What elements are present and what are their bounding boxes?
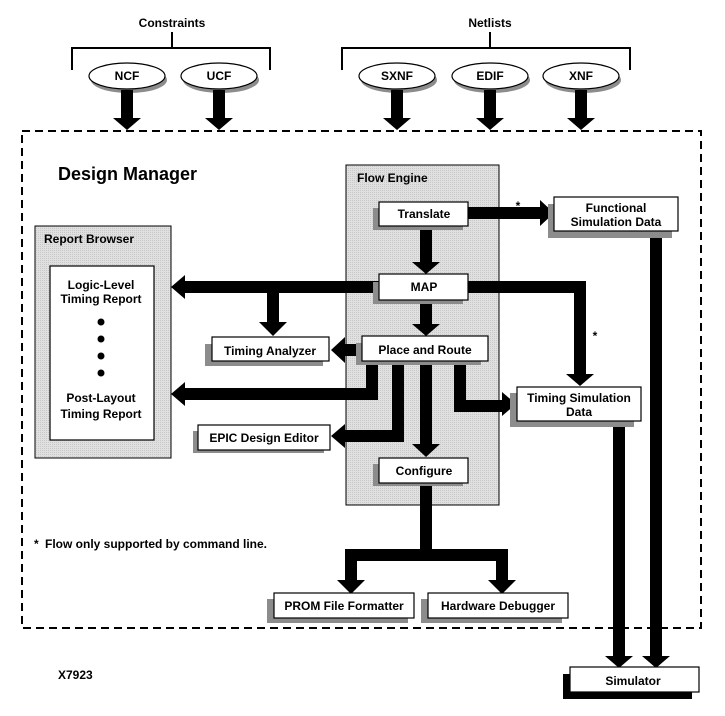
hardware-debugger-label: Hardware Debugger xyxy=(441,599,555,613)
footnote-marker: * xyxy=(516,199,521,213)
place-and-route-box[interactable] xyxy=(361,335,489,362)
netlists-group: Netlists SXNF EDIF XNF xyxy=(341,16,631,130)
timing-simulation-line2: Data xyxy=(566,405,592,419)
map-to-report-arrow xyxy=(171,275,380,299)
edif-label: EDIF xyxy=(476,69,503,83)
xnf-arrow xyxy=(567,90,595,130)
map-to-timing-analyzer-arrow xyxy=(259,293,287,336)
ellipsis-dot xyxy=(97,335,105,343)
configure-box[interactable] xyxy=(378,457,469,484)
sxnf-arrow xyxy=(383,90,411,130)
ucf-arrow xyxy=(205,90,233,130)
ncf-label: NCF xyxy=(115,69,140,83)
simulator-label: Simulator xyxy=(605,674,661,688)
translate-to-functional-sim-arrow xyxy=(466,200,554,226)
ucf-label: UCF xyxy=(207,69,232,83)
translate-to-map-arrow xyxy=(412,226,440,274)
netlists-label: Netlists xyxy=(468,16,512,30)
ellipsis-dot xyxy=(97,352,105,360)
map-label: MAP xyxy=(411,280,438,294)
ellipsis-dot xyxy=(97,318,105,326)
sxnf-ellipse xyxy=(358,62,436,90)
map-to-timing-sim-arrow xyxy=(466,281,594,386)
functional-simulation-box[interactable] xyxy=(553,196,679,232)
par-to-timing-analyzer-arrow xyxy=(331,337,362,363)
footnote-text: Flow only supported by command line. xyxy=(45,537,267,551)
timing-sim-to-simulator-arrow xyxy=(605,417,633,668)
timing-simulation-line1: Timing Simulation xyxy=(527,391,631,405)
simulator-box[interactable] xyxy=(569,666,700,693)
footnote-marker: * xyxy=(593,329,598,343)
ncf-ellipse xyxy=(88,62,166,90)
hardware-debugger-box[interactable] xyxy=(427,592,569,619)
figure-id: X7923 xyxy=(58,668,93,682)
configure-label: Configure xyxy=(396,464,453,478)
map-box[interactable] xyxy=(378,273,469,301)
translate-box[interactable] xyxy=(378,201,469,227)
xnf-ellipse xyxy=(542,62,620,90)
report-browser-title: Report Browser xyxy=(44,232,134,246)
configure-to-outputs-arrow xyxy=(337,483,516,594)
sxnf-label: SXNF xyxy=(381,69,413,83)
constraints-label: Constraints xyxy=(139,16,206,30)
translate-label: Translate xyxy=(398,207,451,221)
constraints-group: Constraints NCF UCF xyxy=(71,16,271,130)
edif-arrow xyxy=(476,90,504,130)
functional-simulation-line2: Simulation Data xyxy=(571,215,662,229)
epic-design-editor-box[interactable] xyxy=(197,424,331,451)
timing-simulation-box[interactable] xyxy=(516,386,642,422)
constraints-bracket xyxy=(71,32,271,70)
functional-sim-to-simulator-arrow xyxy=(642,231,670,668)
par-to-report-arrow xyxy=(171,361,378,406)
post-layout-report-line1[interactable]: Post-Layout xyxy=(66,391,135,405)
logic-level-report-line2[interactable]: Timing Report xyxy=(60,292,141,306)
xnf-label: XNF xyxy=(569,69,593,83)
prom-file-formatter-box[interactable] xyxy=(273,592,415,619)
flow-engine-title: Flow Engine xyxy=(357,171,428,185)
footnote-star: * xyxy=(34,537,39,551)
design-manager-boundary xyxy=(21,130,702,629)
ucf-ellipse xyxy=(180,62,258,90)
functional-simulation-line1: Functional xyxy=(586,201,647,215)
logic-level-report-line1[interactable]: Logic-Level xyxy=(68,278,135,292)
edif-ellipse xyxy=(451,62,529,90)
prom-file-formatter-label: PROM File Formatter xyxy=(284,599,404,613)
ellipsis-dot xyxy=(97,369,105,377)
par-to-timing-sim-arrow xyxy=(454,361,516,416)
par-to-configure-arrow xyxy=(412,361,440,457)
place-and-route-label: Place and Route xyxy=(378,343,472,357)
ncf-arrow xyxy=(113,90,141,130)
netlists-bracket xyxy=(341,32,631,70)
post-layout-report-line2[interactable]: Timing Report xyxy=(60,407,141,421)
par-to-epic-arrow xyxy=(331,361,404,448)
epic-design-editor-label: EPIC Design Editor xyxy=(209,431,319,445)
map-to-par-arrow xyxy=(412,300,440,336)
timing-analyzer-label: Timing Analyzer xyxy=(224,344,316,358)
timing-analyzer-box[interactable] xyxy=(211,336,330,362)
design-manager-title: Design Manager xyxy=(58,164,197,184)
